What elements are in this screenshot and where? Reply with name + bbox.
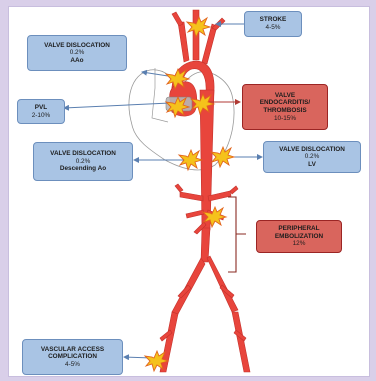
valve-dislocation-lv-value: 0.2% [305,153,320,161]
endocarditis-line3: THROMBOSIS [263,107,306,115]
peripheral-line2: EMBOLIZATION [275,233,323,241]
box-stroke: STROKE 4-5% [244,11,302,37]
aorta [160,10,250,372]
valve-dislocation-aao-title: VALVE DISLOCATION [44,42,110,50]
box-valve-endocarditis: VALVE ENDOCARDITIS/ THROMBOSIS 10-15% [242,84,328,130]
box-vascular-access: VASCULAR ACCESS COMPLICATION 4-5% [22,339,123,375]
box-peripheral-embolization: PERIPHERAL EMBOLIZATION 12% [256,220,342,253]
valve-dislocation-lv-title: VALVE DISLOCATION [279,146,345,154]
endocarditis-value: 10-15% [274,115,296,123]
endocarditis-line1: VALVE [275,92,295,100]
box-valve-dislocation-desc: VALVE DISLOCATION 0.2% Descending Ao [33,142,133,181]
stroke-value: 4-5% [266,24,281,32]
pvl-title: PVL [35,104,47,112]
pvl-value: 2-10% [32,112,50,120]
peripheral-line1: PERIPHERAL [278,225,319,233]
valve-dislocation-aao-site: AAo [70,57,83,65]
valve-dislocation-desc-title: VALVE DISLOCATION [50,150,116,158]
vascular-access-line2: COMPLICATION [48,353,97,361]
vascular-access-value: 4-5% [65,361,80,369]
box-valve-dislocation-lv: VALVE DISLOCATION 0.2% LV [263,141,361,173]
endocarditis-line2: ENDOCARDITIS/ [260,99,310,107]
stroke-title: STROKE [260,16,287,24]
valve-dislocation-desc-value: 0.2% [76,158,91,166]
peripheral-value: 12% [293,240,306,248]
star-lv [211,147,234,167]
arrow-pvl [64,103,170,108]
bracket [228,197,246,272]
valve-dislocation-desc-site: Descending Ao [60,165,106,173]
box-valve-dislocation-aao: VALVE DISLOCATION 0.2% AAo [27,35,127,71]
vascular-access-line1: VASCULAR ACCESS [41,346,104,354]
box-pvl: PVL 2-10% [17,99,65,124]
valve-dislocation-aao-value: 0.2% [70,49,85,57]
valve-dislocation-lv-site: LV [308,161,316,169]
